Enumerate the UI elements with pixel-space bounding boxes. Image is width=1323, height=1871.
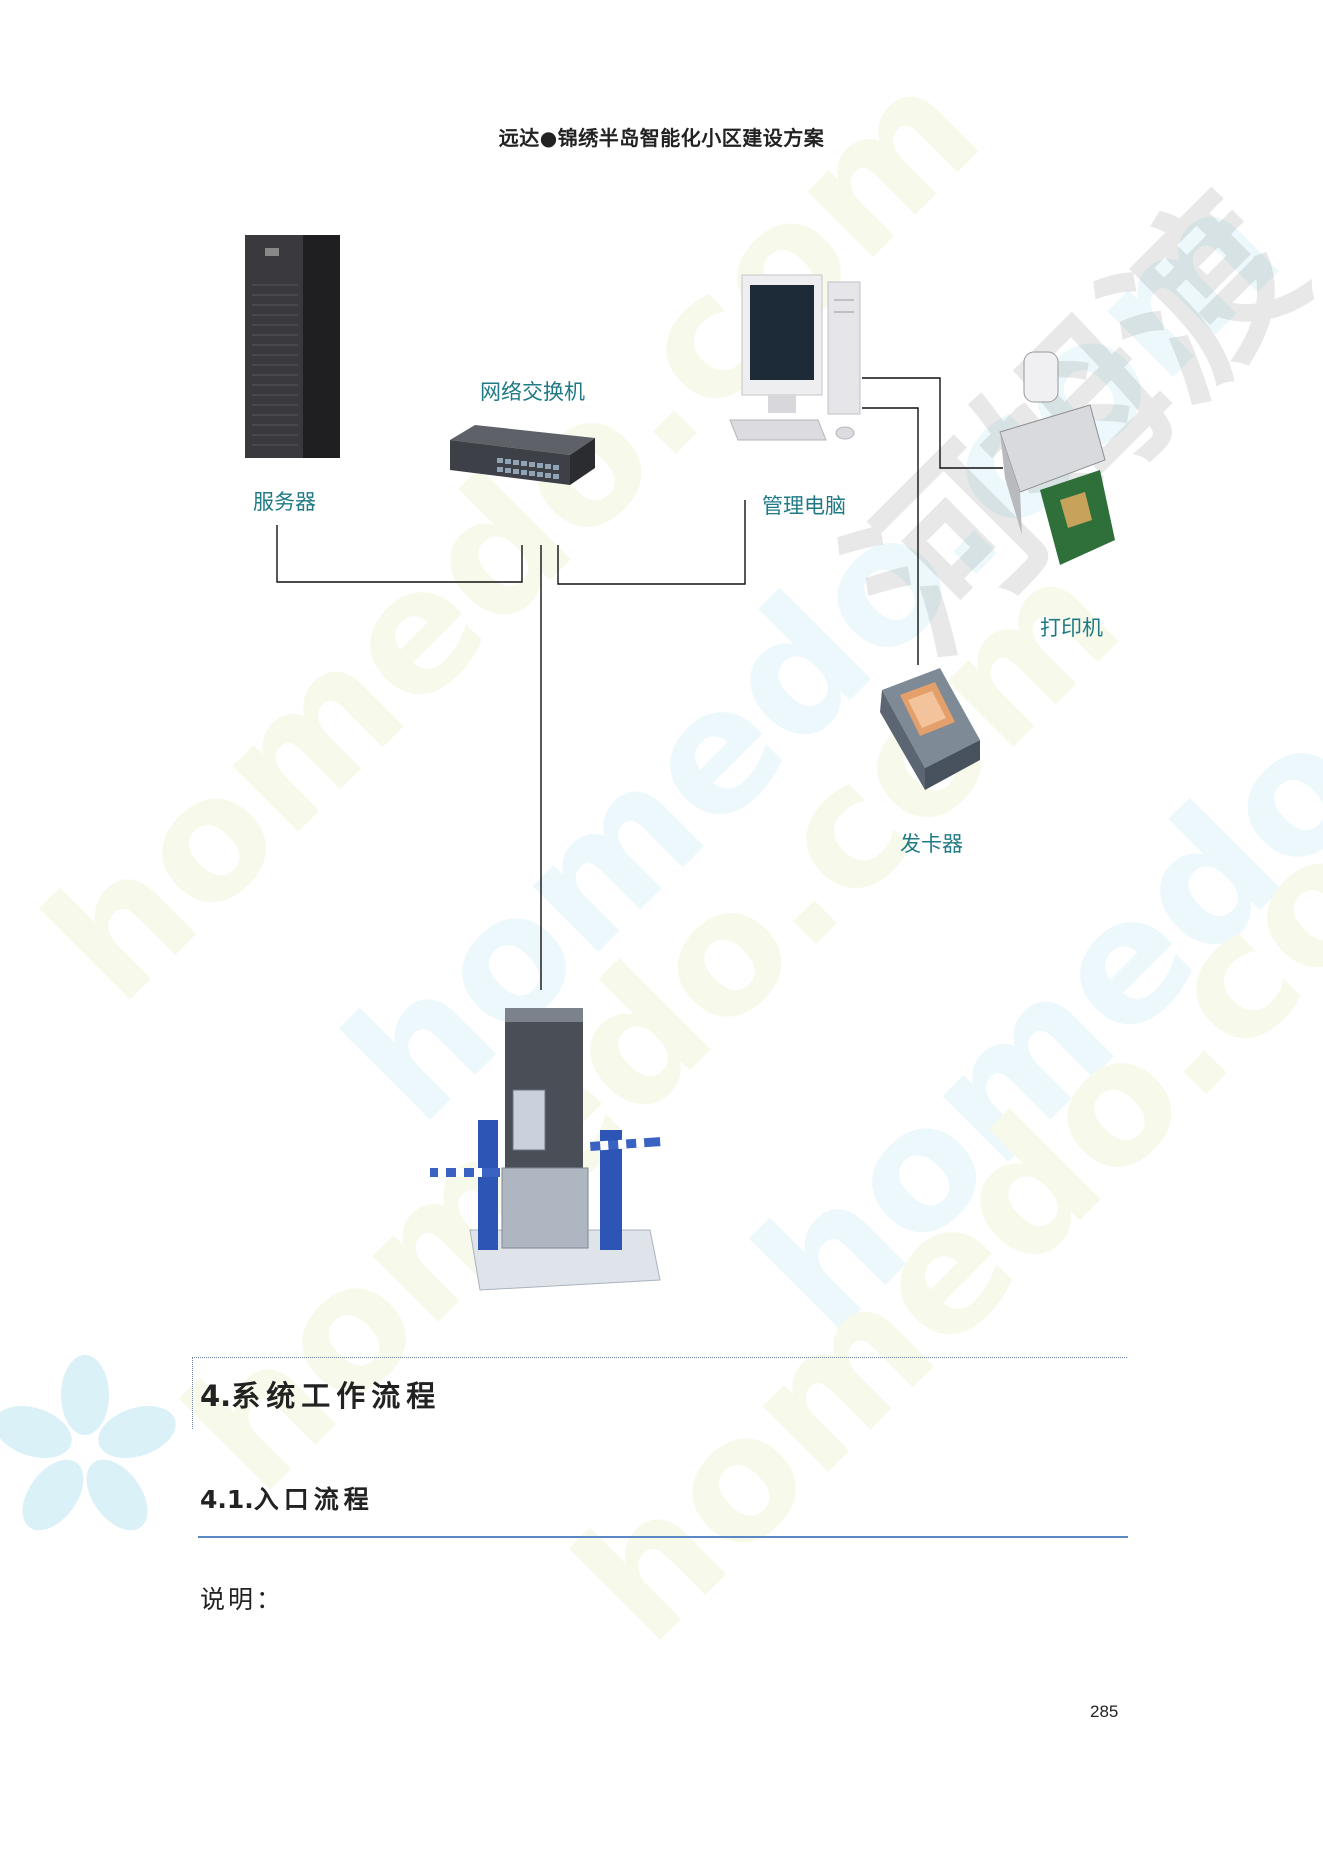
heading-text: 入口流程 <box>253 1485 374 1514</box>
parking-gate-icon <box>430 1008 661 1291</box>
label-server: 服务器 <box>253 490 316 514</box>
connection-lines <box>276 377 1003 990</box>
page-header-title: 远达●锦绣半岛智能化小区建设方案 <box>498 126 825 150</box>
watermark-flower-logo <box>0 1355 176 1531</box>
management-pc-icon <box>729 274 861 441</box>
heading-text: 系统工作流程 <box>231 1379 442 1413</box>
heading-number: 4.1. <box>200 1485 254 1514</box>
heading-underline <box>198 1536 1128 1538</box>
label-management-pc: 管理电脑 <box>762 494 846 518</box>
line-server-switch <box>276 525 523 583</box>
body-paragraph: 说明： <box>200 1585 285 1614</box>
section-side-rule <box>192 1357 193 1429</box>
server-icon <box>245 235 340 458</box>
line-pc-printer <box>862 377 1003 469</box>
network-diagram: 网络交换机 服务器 管理电脑 打印机 发卡器 <box>245 235 1115 1291</box>
line-pc-cardissuer <box>862 407 919 665</box>
card-issuer-icon <box>880 668 980 790</box>
page-number: 285 <box>1090 1702 1119 1721</box>
section-top-rule <box>192 1357 1127 1358</box>
label-card-issuer: 发卡器 <box>900 832 963 856</box>
printer-icon <box>999 351 1115 565</box>
label-network-switch: 网络交换机 <box>480 380 585 404</box>
heading-number: 4. <box>200 1379 232 1413</box>
line-switch-pc <box>557 500 746 585</box>
label-printer: 打印机 <box>1040 616 1103 640</box>
heading-level-2: 4.1.入口流程 <box>200 1480 374 1516</box>
heading-level-1: 4.系统工作流程 <box>200 1373 441 1415</box>
network-switch-icon <box>450 425 595 485</box>
